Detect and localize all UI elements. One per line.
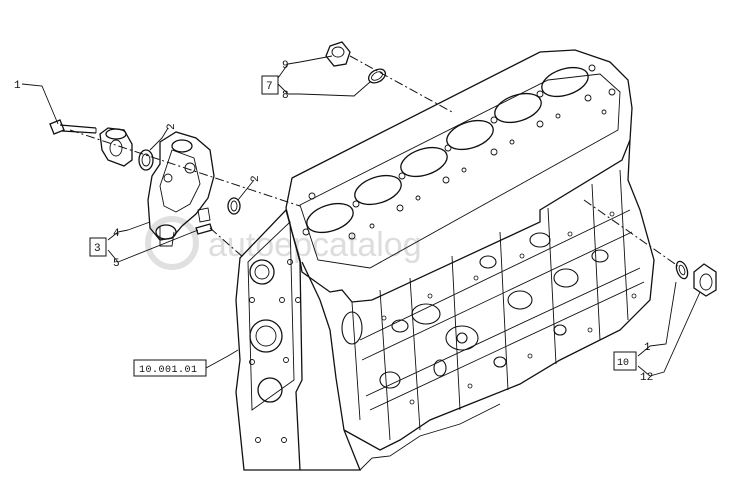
callout-3-box <box>89 237 107 257</box>
reference-box <box>133 359 207 377</box>
callout-4: 4 <box>113 228 120 240</box>
callout-9: 9 <box>282 60 289 72</box>
callout-10-box <box>613 351 637 371</box>
gasket-part-left <box>138 149 154 171</box>
assembly-axis-lines <box>69 55 679 267</box>
plug-top-part <box>325 41 387 84</box>
callout-8: 8 <box>282 90 289 102</box>
leader-lines <box>21 55 701 377</box>
deck-bolt-holes <box>302 64 616 240</box>
callout-10: 10 <box>617 358 629 369</box>
reference-label: 10.001.01 <box>139 365 198 376</box>
callout-2-left: 2 <box>166 123 178 130</box>
gasket-part-right <box>227 197 241 215</box>
cylinder-bores <box>306 66 589 234</box>
side-bosses <box>341 232 609 389</box>
watermark-text: autoepcatalog <box>208 226 422 264</box>
callout-12: 12 <box>640 372 653 384</box>
callout-2-right: 2 <box>250 175 262 182</box>
water-outlet-assembly <box>49 119 241 247</box>
engine-block <box>235 49 655 471</box>
callout-7: 7 <box>266 81 273 93</box>
callout-3: 3 <box>94 243 101 255</box>
callout-labels: 1 2 2 4 5 3 7 9 8 10.001.01 10 1 12 <box>14 60 653 384</box>
outlet-housing-part <box>99 127 133 167</box>
watermark: autoepcatalog <box>145 216 422 270</box>
callout-1-top: 1 <box>14 80 21 92</box>
callout-7-box <box>261 75 279 95</box>
callout-1-right: 1 <box>644 342 651 354</box>
plug-right-part <box>675 260 717 297</box>
block-ribs <box>351 169 645 441</box>
callout-5: 5 <box>113 258 120 270</box>
thermostat-housing-part <box>147 131 215 247</box>
